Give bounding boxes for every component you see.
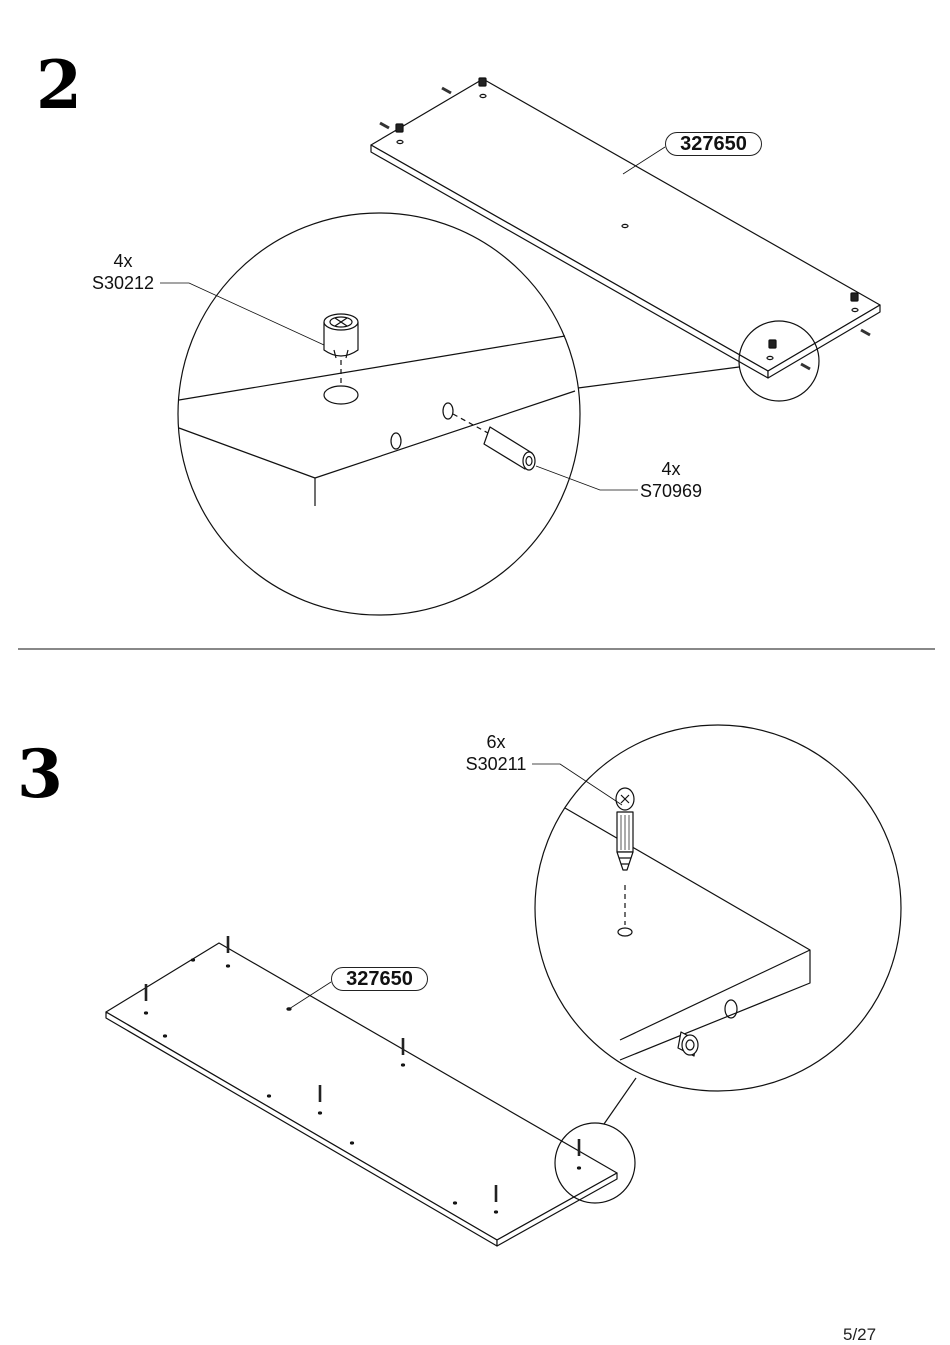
step2-panel-code-tag: 327650	[665, 132, 762, 156]
step2-detail-magnifier	[178, 213, 580, 615]
part-qty: 6x	[457, 731, 535, 753]
step2-part-label-dowel: 4x S70969	[632, 458, 710, 502]
step2-panel-tag-leader	[623, 147, 665, 174]
part-code: S70969	[632, 480, 710, 502]
step2-panel-drawing	[371, 79, 880, 378]
step3-panel-code-tag: 327650	[331, 967, 428, 991]
part-code: S30211	[457, 753, 535, 775]
step3-detail-connector	[604, 1078, 636, 1124]
part-code: S30212	[84, 272, 162, 294]
step-number-2: 2	[36, 52, 82, 118]
step-number-3: 3	[17, 741, 63, 807]
step2-detail-connector	[578, 367, 739, 388]
step3-part-leader	[532, 764, 622, 805]
part-qty: 4x	[84, 250, 162, 272]
part-qty: 4x	[632, 458, 710, 480]
step3-detail-magnifier	[535, 725, 901, 1091]
step2-part-label-cam-lock: 4x S30212	[84, 250, 162, 294]
page-number: 5/27	[843, 1325, 876, 1345]
step2-part-leaders	[160, 283, 638, 490]
step3-part-label-cam-screw: 6x S30211	[457, 731, 535, 775]
